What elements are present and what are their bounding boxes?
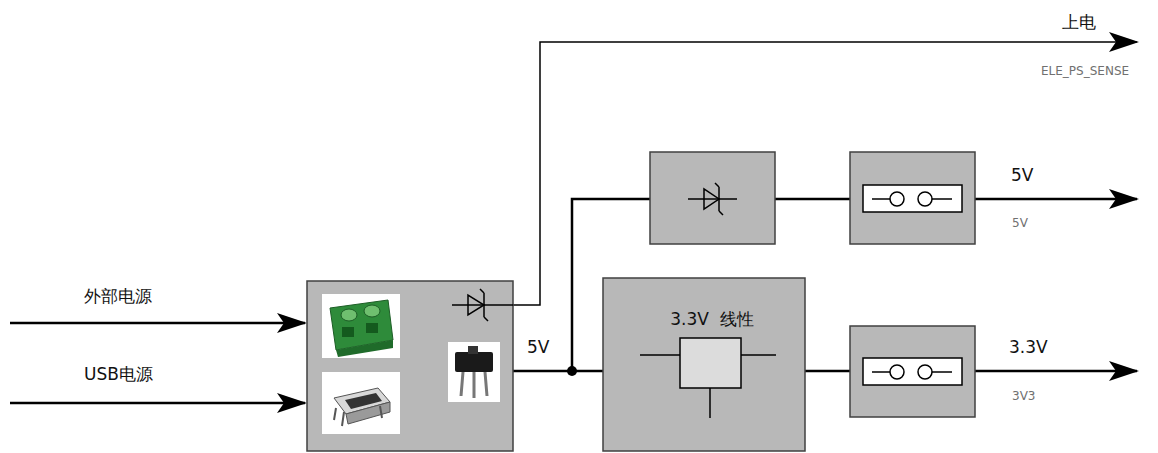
rail-voltage: 5V — [1011, 165, 1033, 185]
box-title: 3.3V 线性 — [603, 308, 821, 331]
net-name: ELE_PS_SENSE — [1041, 64, 1129, 78]
input-box — [307, 281, 513, 451]
regulator-box — [603, 278, 805, 451]
net-name: 3V3 — [1012, 389, 1035, 403]
regulator-node: 3.3V 线性 — [603, 278, 821, 451]
input-name: 外部电源 — [84, 286, 152, 306]
jumper-symbol — [863, 185, 962, 212]
bus-wire — [513, 370, 603, 373]
input-wire — [10, 322, 305, 325]
jumper-symbol — [863, 358, 962, 385]
wire — [775, 198, 850, 201]
net-name: 5V — [1012, 216, 1028, 230]
diode-box — [650, 152, 775, 244]
tvs-diode-symbol — [452, 289, 513, 321]
jumper-box — [850, 152, 975, 244]
output-wire — [975, 198, 1137, 201]
rail-voltage: 5V — [527, 337, 549, 357]
output-wire — [975, 370, 1137, 373]
regulator-symbol — [640, 338, 776, 418]
usb-connector-picture — [322, 372, 400, 434]
jumper-box — [850, 326, 975, 417]
wire — [805, 370, 850, 373]
input-name: USB电源 — [84, 364, 153, 384]
tvs-diode-symbol — [688, 183, 737, 215]
input-wire — [10, 402, 305, 405]
signal-name: 上电 — [1062, 12, 1096, 32]
slide-switch-picture — [448, 342, 500, 402]
junction-dot — [567, 366, 577, 376]
rail-voltage: 3.3V — [1009, 337, 1048, 357]
sense-wire — [513, 42, 1137, 305]
terminal-block-picture — [322, 294, 400, 358]
